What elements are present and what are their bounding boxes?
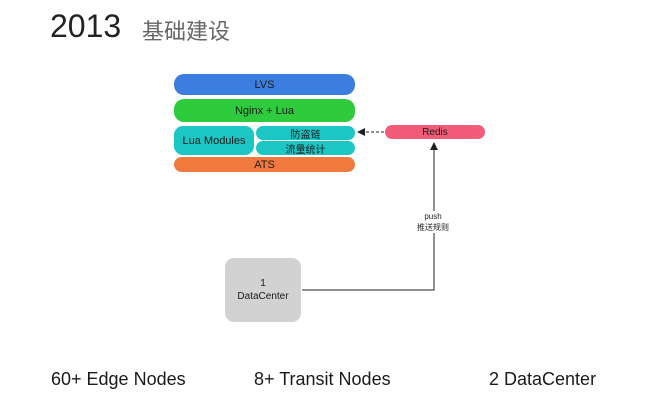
lua-modules-block: Lua Modules [174,126,254,155]
stat-datacenter: 2 DataCenter [489,369,597,389]
datacenter-node: 1 DataCenter [225,258,301,322]
title-year: 2013 [50,8,122,44]
ats-layer: ATS [174,157,355,172]
nginx-lua-layer: Nginx + Lua [174,99,355,122]
push-label-cn: 推送规则 [417,223,449,232]
push-arrow [302,142,438,291]
title-subtitle: 基础建设 [142,20,231,45]
datacenter-count: 1 [260,278,266,289]
push-label: push 推送规则 [408,211,458,233]
anti-leech-module: 防盗链 [256,126,355,141]
stat-edge-nodes: 60+ Edge Nodes [51,369,186,389]
redis-node: Redis [385,125,485,139]
lvs-layer: LVS [174,74,355,95]
stat-transit-nodes: 8+ Transit Nodes [254,369,391,389]
traffic-stats-module: 流量统计 [256,141,355,156]
push-label-en: push [424,212,442,221]
datacenter-label: DataCenter [237,291,289,302]
